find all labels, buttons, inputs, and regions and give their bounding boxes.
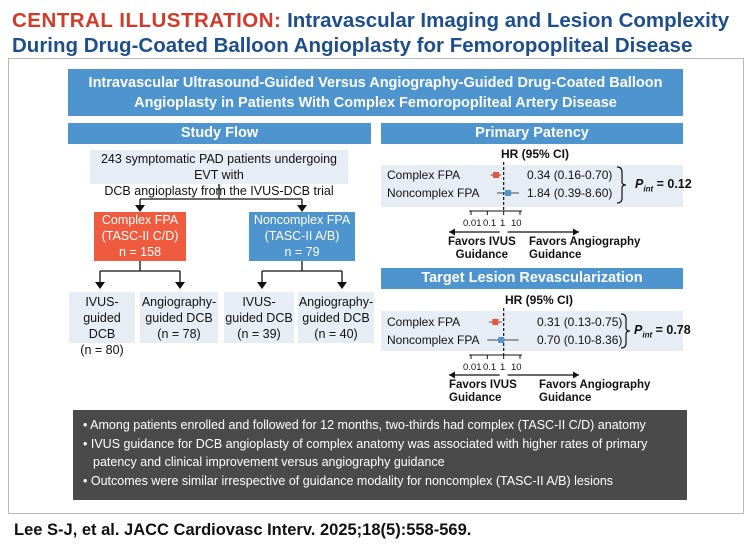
title-label: CENTRAL ILLUSTRATION: — [12, 9, 282, 32]
arrow-head-icon — [449, 371, 455, 379]
pp-hr-label: HR (95% CI) — [501, 147, 570, 161]
pp-row-label: Complex FPA — [387, 168, 461, 182]
tlr-p-sub: int — [642, 330, 653, 340]
tlr-plot-area — [381, 311, 683, 351]
tlr-favors-angio: Favors Angiography Guidance — [539, 379, 650, 405]
brace-icon — [620, 313, 631, 349]
flow-connectors — [95, 184, 347, 289]
arm-line: Angiography- — [298, 295, 374, 309]
pp-favors-right-1: Favors Angiography — [529, 236, 641, 248]
tlr-row-ci: 0.70 (0.10-8.36) — [537, 333, 623, 347]
enrollment-line1: 243 symptomatic PAD patients undergoing … — [100, 152, 337, 182]
tlr-favors-right-2: Guidance — [539, 392, 592, 404]
arm-line: guided DCB — [145, 311, 213, 325]
complex-line1: Complex FPA — [101, 213, 179, 227]
arm-line: IVUS- — [85, 295, 119, 309]
arm-line: (n = 80) — [80, 343, 124, 357]
pp-p-value: = 0.12 — [656, 177, 692, 191]
tlr-favors-left-2: Guidance — [449, 392, 502, 404]
arm-box: Angiography- guided DCB (n = 78) — [140, 292, 218, 343]
illustration-panel: Intravascular Ultrasound-Guided Versus A… — [8, 58, 744, 514]
noncomplex-line2: (TASC-II A/B) — [264, 229, 340, 243]
tlr-tick: 0.01 — [463, 362, 482, 373]
citation: Lee S-J, et al. JACC Cardiovasc Interv. … — [14, 521, 472, 539]
pp-p-interaction: Pint = 0.12 — [635, 177, 692, 194]
enrollment-box: 243 symptomatic PAD patients undergoing … — [90, 150, 348, 198]
arrow-head-icon — [449, 228, 455, 236]
pp-favors-ivus: Favors IVUS Guidance — [448, 236, 516, 262]
complex-line3: n = 158 — [118, 245, 162, 259]
arm-line: guided DCB — [83, 311, 121, 341]
pp-tick: 0.01 — [463, 218, 482, 229]
study-header-bar: Intravascular Ultrasound-Guided Versus A… — [68, 69, 683, 116]
pp-row-label: Noncomplex FPA — [387, 186, 480, 200]
finding-bullet: • IVUS guidance for DCB angioplasty of c… — [83, 436, 648, 470]
primary-patency-heading: Primary Patency — [381, 123, 683, 144]
tlr-favors-right-1: Favors Angiography — [539, 379, 651, 391]
tlr-hr-label: HR (95% CI) — [505, 293, 574, 307]
tlr-row-ci: 0.31 (0.13-0.75) — [537, 315, 623, 329]
key-findings-box: • Among patients enrolled and followed f… — [73, 410, 687, 500]
header-line2: Angioplasty in Patients With Complex Fem… — [134, 95, 617, 111]
finding-text: IVUS guidance for DCB angioplasty of com… — [90, 436, 648, 470]
pp-tick: 10 — [511, 218, 522, 229]
finding-bullet: • Outcomes were similar irrespective of … — [83, 473, 614, 488]
hr-point — [493, 172, 500, 178]
header-line1: Intravascular Ultrasound-Guided Versus A… — [88, 75, 663, 91]
tlr-row-label: Complex FPA — [387, 315, 461, 329]
pp-p-symbol: P — [635, 177, 644, 191]
pp-favors-angio: Favors Angiography Guidance — [529, 236, 640, 262]
arm-line: (n = 78) — [157, 327, 201, 341]
arm-line: IVUS- — [242, 295, 276, 309]
brace-icon — [616, 166, 627, 204]
pp-row-ci: 1.84 (0.39-8.60) — [527, 186, 613, 200]
tlr-favors-left-1: Favors IVUS — [449, 379, 517, 391]
pp-tick: 1 — [500, 218, 506, 229]
pp-row-ci: 0.34 (0.16-0.70) — [527, 168, 613, 182]
finding-text: Outcomes were similar irrespective of gu… — [90, 473, 614, 488]
arrow-head-icon — [573, 371, 579, 379]
complex-fpa-box: Complex FPA (TASC-II C/D) n = 158 — [94, 212, 186, 261]
pp-favors-right-2: Guidance — [529, 249, 582, 261]
tlr-favors-ivus: Favors IVUS Guidance — [449, 379, 517, 405]
arm-line: Angiography- — [141, 295, 217, 309]
noncomplex-line1: Noncomplex FPA — [253, 213, 351, 227]
illustration-title: CENTRAL ILLUSTRATION: Intravascular Imag… — [12, 8, 742, 58]
enrollment-line2: DCB angioplasty from the IVUS-DCB trial — [104, 184, 334, 198]
title-line2: During Drug-Coated Balloon Angioplasty f… — [12, 34, 693, 57]
tlr-tick: 1 — [500, 362, 506, 373]
noncomplex-fpa-box: Noncomplex FPA (TASC-II A/B) n = 79 — [249, 212, 355, 261]
pp-favors-left-1: Favors IVUS — [448, 236, 516, 248]
arm-line: guided DCB — [302, 311, 370, 325]
arm-box: IVUS- guided DCB (n = 80) — [69, 292, 135, 357]
pp-p-sub: int — [643, 184, 654, 194]
arm-line: guided DCB — [225, 311, 293, 325]
pp-forest-plot — [449, 162, 627, 236]
noncomplex-line3: n = 79 — [284, 245, 320, 259]
arm-box: IVUS- guided DCB (n = 39) — [224, 292, 294, 343]
tlr-heading: Target Lesion Revascularization — [381, 268, 683, 289]
arm-line: (n = 39) — [237, 327, 281, 341]
tlr-tick: 0.1 — [483, 362, 497, 373]
tlr-tick: 10 — [511, 362, 522, 373]
pp-plot-area — [381, 165, 683, 207]
complex-line2: (TASC-II C/D) — [101, 229, 179, 243]
hr-point — [498, 337, 505, 343]
tlr-forest-plot — [449, 308, 631, 379]
tlr-p-value: = 0.78 — [655, 323, 691, 337]
hr-point — [504, 190, 511, 196]
finding-bullet: • Among patients enrolled and followed f… — [83, 418, 646, 432]
arm-box: Angiography- guided DCB (n = 40) — [298, 292, 374, 343]
tlr-p-interaction: Pint = 0.78 — [634, 323, 691, 340]
title-line1: Intravascular Imaging and Lesion Complex… — [287, 9, 730, 32]
arrow-head-icon — [573, 228, 579, 236]
tlr-row-label: Noncomplex FPA — [387, 333, 480, 347]
tlr-p-symbol: P — [634, 323, 643, 337]
hr-point — [492, 319, 499, 325]
finding-text: Among patients enrolled and followed for… — [90, 418, 646, 432]
arm-line: (n = 40) — [314, 327, 358, 341]
pp-favors-left-2: Guidance — [455, 249, 509, 261]
study-flow-heading: Study Flow — [68, 123, 371, 144]
pp-tick: 0.1 — [483, 218, 497, 229]
